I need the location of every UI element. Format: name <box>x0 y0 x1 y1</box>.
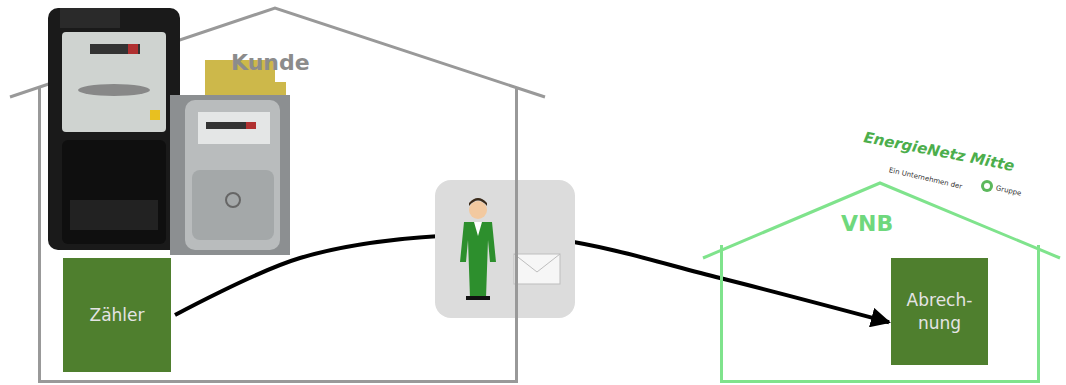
process-box: Abrech- nung <box>891 258 988 365</box>
box-label: Abrech- nung <box>897 289 982 333</box>
house-roof <box>703 183 1060 258</box>
logo-text: Gruppe <box>995 184 1022 198</box>
gas-meter <box>170 60 290 255</box>
house-heading: VNB <box>841 211 893 236</box>
logo-text: Ein Unternehmen der <box>888 166 963 191</box>
house-outline: KundeZähler <box>38 88 518 383</box>
process-box: Zähler <box>63 258 171 372</box>
messenger-icon <box>435 180 575 318</box>
logo-text: EnergieNetz Mitte <box>862 128 1016 175</box>
house-outline: VNBAbrech- nung <box>720 245 1040 383</box>
house-heading: Kunde <box>231 50 310 75</box>
logo-mark <box>981 180 993 192</box>
electricity-meter <box>48 8 180 250</box>
box-label: Zähler <box>89 304 144 326</box>
